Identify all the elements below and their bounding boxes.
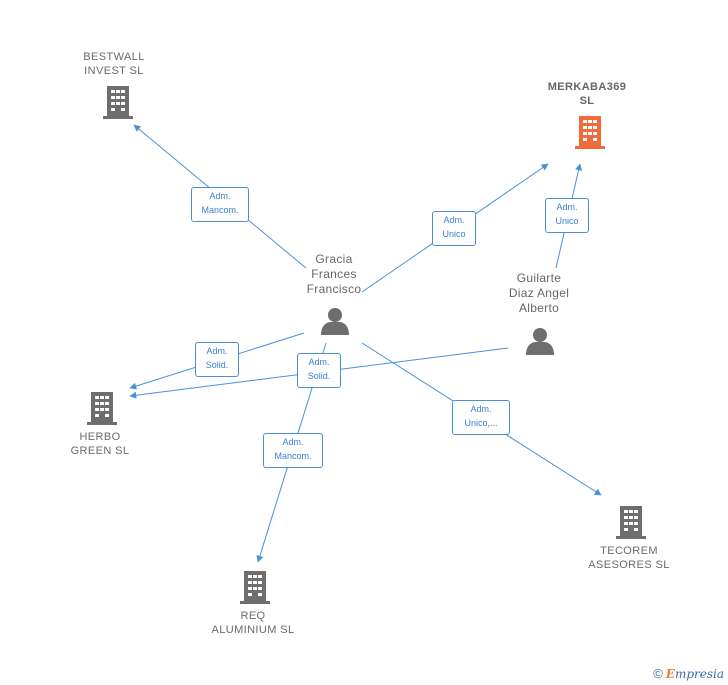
node-label-bestwall: BESTWALL INVEST SL	[83, 51, 145, 77]
building-icon	[87, 392, 117, 425]
building-icon	[240, 571, 270, 604]
brand-logo-text: mpresia	[674, 667, 724, 681]
footer-brand: ©Empresia	[653, 666, 724, 681]
person-icon	[526, 328, 554, 355]
node-label-req: REQ ALUMINIUM SL	[211, 610, 295, 636]
role-box-guilarte-merkaba[interactable]: Adm. Unico	[545, 198, 589, 233]
role-box-gracia-tecorem[interactable]: Adm. Unico,...	[452, 400, 510, 435]
node-label-gracia: Gracia Frances Francisco	[306, 252, 362, 296]
role-box-gracia-herbo[interactable]: Adm. Solid.	[195, 342, 239, 377]
role-box-guilarte-herbo[interactable]: Adm. Solid.	[297, 353, 341, 388]
role-box-gracia-bestwall[interactable]: Adm. Mancom.	[191, 187, 249, 222]
building-icon	[616, 506, 646, 539]
node-label-tecorem: TECOREM ASESORES SL	[588, 545, 670, 571]
person-icon	[321, 308, 349, 335]
copyright-symbol: ©	[653, 666, 663, 681]
node-label-merkaba: MERKABA369 SL	[547, 81, 627, 107]
role-box-gracia-merkaba[interactable]: Adm. Unico	[432, 211, 476, 246]
building-icon	[103, 86, 133, 119]
node-label-herbo: HERBO GREEN SL	[70, 431, 130, 457]
node-label-guilarte: Guilarte Diaz Angel Alberto	[508, 271, 570, 315]
building-icon-highlight	[575, 116, 605, 149]
brand-logo-initial: E	[665, 667, 675, 681]
role-box-gracia-req[interactable]: Adm. Mancom.	[263, 433, 323, 468]
